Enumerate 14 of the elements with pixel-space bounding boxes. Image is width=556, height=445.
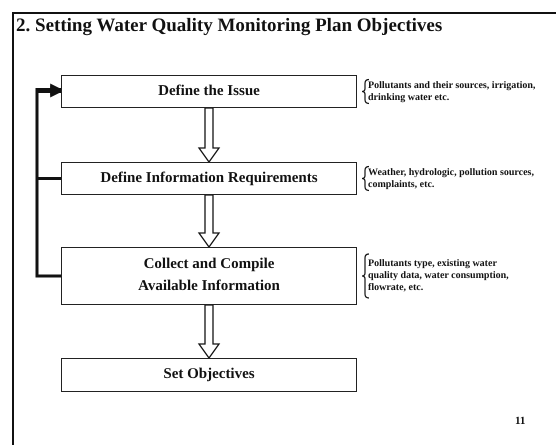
note-text: Weather, hydrologic, pollution sources, complaints, etc.: [368, 166, 535, 190]
block-arrow: [198, 107, 220, 164]
block-arrow: [198, 194, 220, 248]
block-arrow: [198, 304, 220, 360]
title: 2. Setting Water Quality Monitoring Plan Objectives: [16, 15, 442, 37]
box-label: Collect and Compile Available Information: [137, 255, 281, 296]
page-number: 11: [515, 415, 526, 427]
process-box: [61, 358, 357, 392]
box-label: Define Information Requirements: [99, 168, 319, 188]
note-text: Pollutants type, existing water quality data, water consumption, flowrate, etc.: [368, 258, 510, 294]
note-text: Pollutants and their sources, irrigation, drinking water etc.: [368, 80, 536, 104]
box-label: Define the Issue: [157, 82, 261, 101]
box-label: Set Objectives: [162, 365, 256, 384]
feedback-arrow: [36, 84, 62, 180]
